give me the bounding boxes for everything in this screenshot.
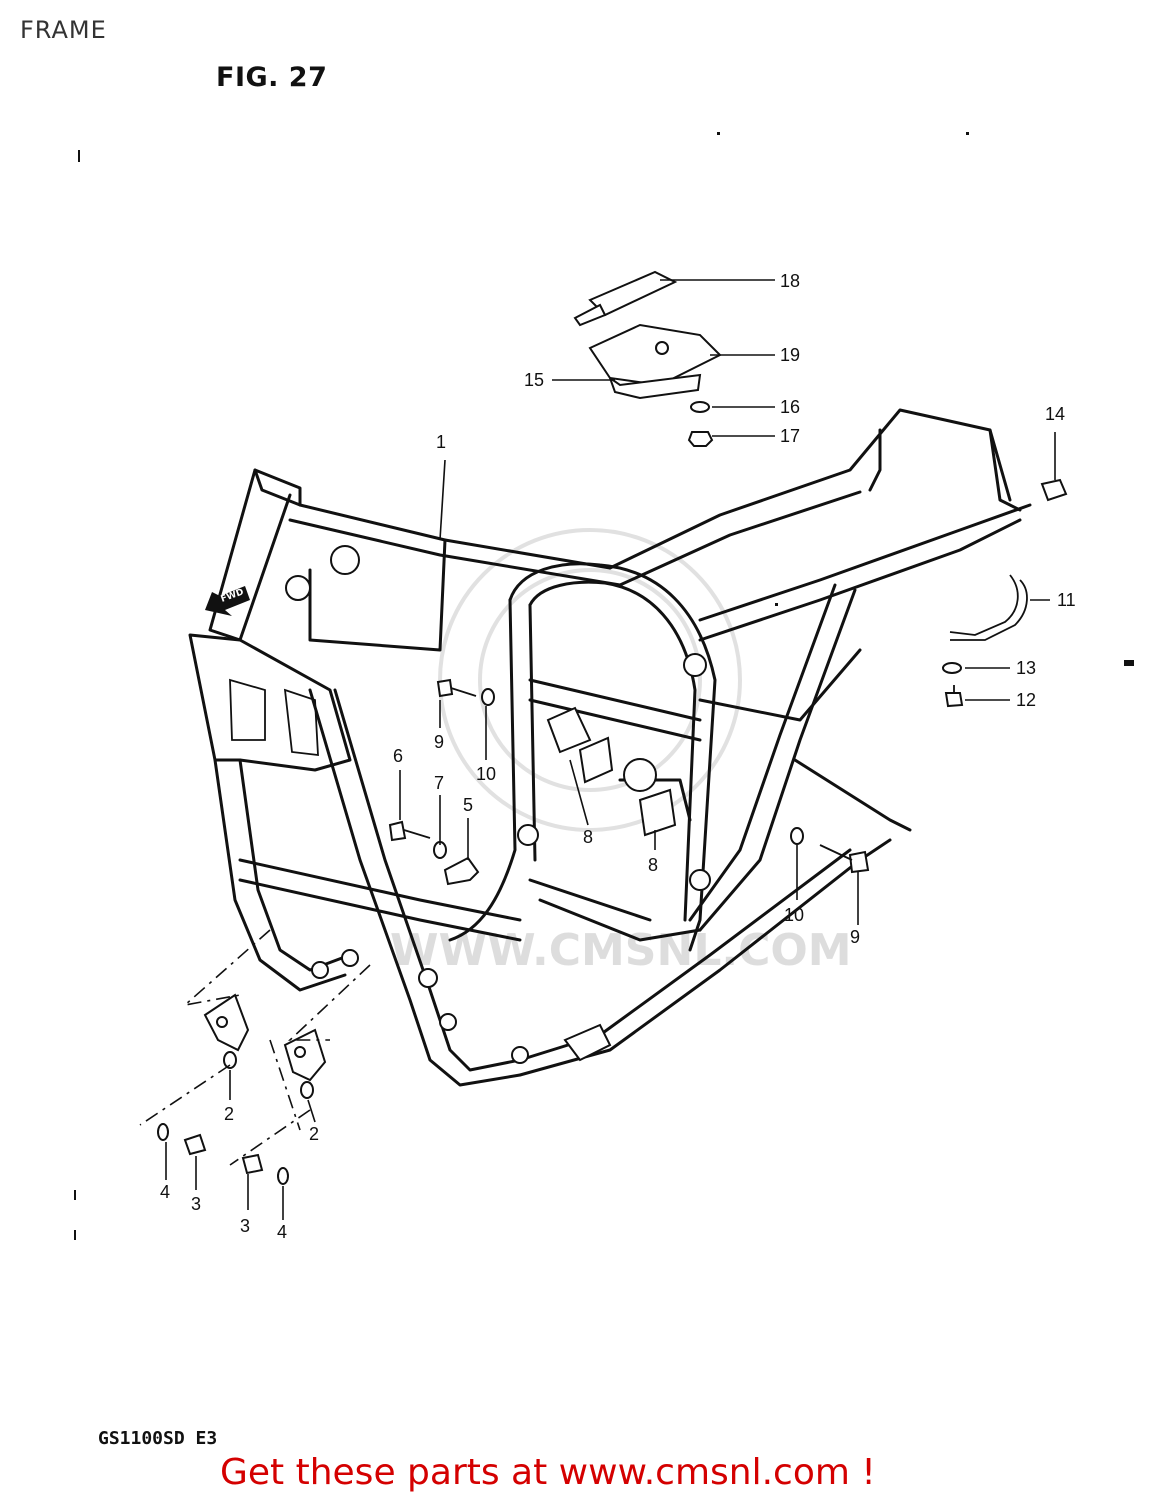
main-frame: [188, 408, 1032, 1087]
callout-4-left: 4: [160, 1182, 170, 1202]
callout-13: 13: [1016, 658, 1036, 678]
callout-9-left: 9: [434, 732, 444, 752]
callout-15: 15: [524, 370, 544, 390]
callout-11: 11: [1057, 590, 1076, 610]
figure-label: FIG. 27: [216, 62, 328, 93]
callout-17: 17: [780, 426, 800, 446]
callout-16: 16: [780, 397, 800, 417]
callout-3-left: 3: [191, 1194, 201, 1214]
callout-4-right: 4: [277, 1222, 287, 1242]
scan-marks: [74, 132, 1134, 1240]
callout-5: 5: [463, 795, 473, 815]
callout-labels: 1 2 2 3 3 4 4 5 6 7 8 8 9 9 10 10 11 12 …: [160, 271, 1076, 1242]
engine-mount-fasteners: [388, 678, 870, 886]
callout-14: 14: [1045, 404, 1065, 424]
callout-8-left: 8: [583, 827, 593, 847]
battery-holder-parts: [573, 270, 722, 447]
callout-18: 18: [780, 271, 800, 291]
model-code: GS1100SD E3: [98, 1428, 218, 1449]
callout-12: 12: [1016, 690, 1036, 710]
rear-small-parts: [942, 478, 1068, 708]
callout-9-right: 9: [850, 927, 860, 947]
callout-1: 1: [436, 432, 446, 452]
callout-19: 19: [780, 345, 800, 365]
lower-brackets: [139, 929, 371, 1185]
callout-2-left: 2: [224, 1104, 234, 1124]
fwd-arrow-icon: FWD: [205, 586, 250, 616]
callout-7: 7: [434, 773, 444, 793]
callout-10-left: 10: [476, 764, 496, 784]
get-parts-link[interactable]: Get these parts at www.cmsnl.com !: [220, 1452, 876, 1493]
callout-3-right: 3: [240, 1216, 250, 1236]
leader-lines: [165, 279, 1056, 1220]
page-title: FRAME: [20, 16, 107, 44]
callout-10-right: 10: [784, 905, 804, 925]
callout-8-right: 8: [648, 855, 658, 875]
callout-6: 6: [393, 746, 403, 766]
callout-2-right: 2: [309, 1124, 319, 1144]
